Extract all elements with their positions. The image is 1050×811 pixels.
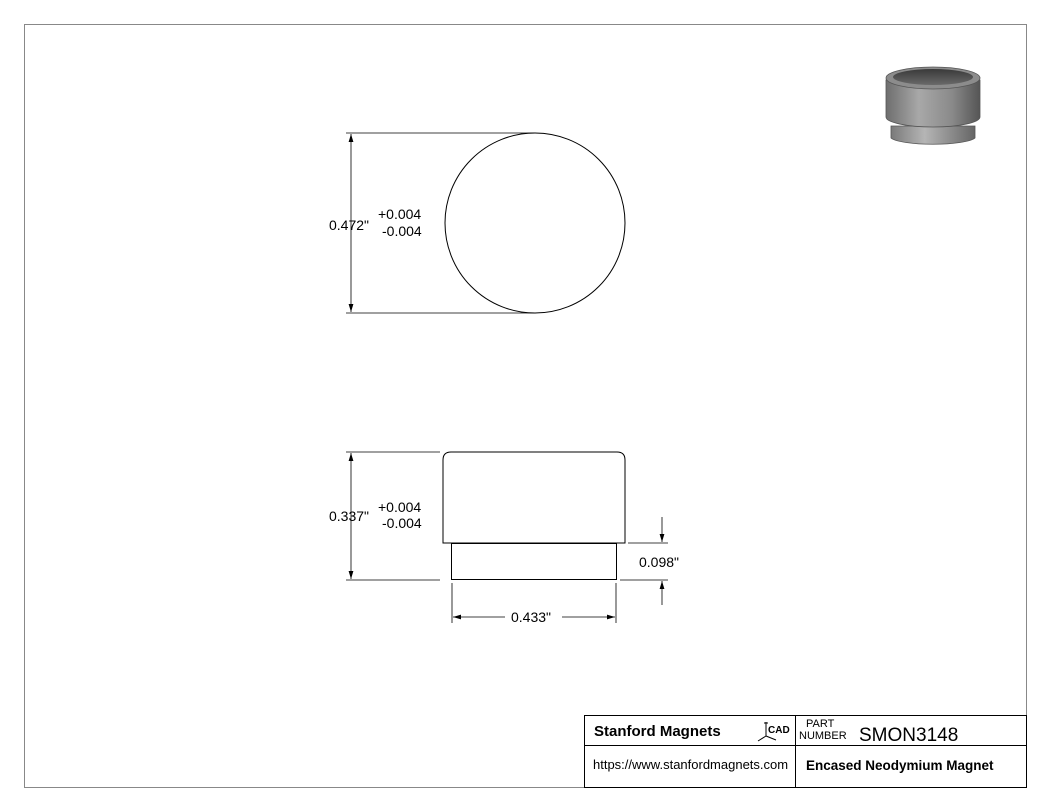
top-view: 0.472" +0.004 -0.004 <box>329 132 626 314</box>
cad-logo: CAD <box>757 722 790 742</box>
company-name: Stanford Magnets <box>594 723 721 740</box>
diameter-label: 0.472" <box>329 217 369 233</box>
title-block: Stanford Magnets CAD PART NUMBER SMON314… <box>584 715 1027 788</box>
part-label-line2: NUMBER <box>799 730 847 742</box>
width-label: 0.433" <box>511 609 551 625</box>
part-number: SMON3148 <box>859 725 958 746</box>
company-url: https://www.stanfordmagnets.com <box>593 757 788 772</box>
step-label: 0.098" <box>639 554 679 570</box>
height-tolerance-minus: -0.004 <box>382 515 422 531</box>
height-tolerance-plus: +0.004 <box>378 499 421 515</box>
svg-text:CAD: CAD <box>768 725 790 736</box>
magnet-body-outline <box>442 451 626 544</box>
height-label: 0.337" <box>329 508 369 524</box>
magnet-base-outline <box>451 543 617 580</box>
magnet-top-outline <box>444 132 626 314</box>
diameter-tolerance-minus: -0.004 <box>382 223 422 239</box>
diameter-tolerance-plus: +0.004 <box>378 206 421 222</box>
sheet-border <box>24 24 1027 788</box>
magnet-isometric-icon <box>885 66 981 145</box>
part-label-line1: PART <box>806 718 835 730</box>
side-view: 0.337" +0.004 -0.004 0.098" 0.433" <box>329 451 679 625</box>
part-description: Encased Neodymium Magnet <box>806 758 994 773</box>
